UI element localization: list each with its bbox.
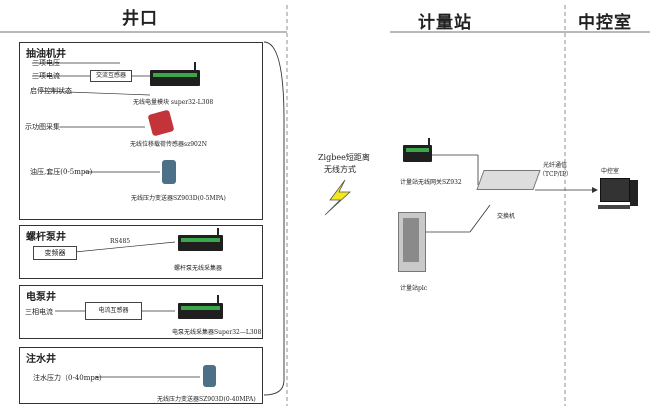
- header-control-room: 中控室: [578, 13, 632, 33]
- ep-current-transformer-box: 电流互感器: [85, 302, 142, 320]
- antenna-icon: [217, 295, 219, 303]
- screw-pump-collector-label: 螺杆泵无线采集器: [174, 265, 223, 272]
- screw-pump-well-title: 螺杆泵井: [26, 232, 66, 243]
- fiber-link-line2: （TCP/IP）: [539, 171, 573, 178]
- water-injection-well-panel: 注水井: [19, 347, 263, 404]
- pumping-well-title: 抽油机井: [26, 49, 66, 60]
- computer-monitor-icon: [600, 178, 630, 202]
- water-injection-well-title: 注水井: [26, 354, 56, 365]
- header-well: 井口: [122, 9, 158, 29]
- input-three-phase-voltage: 三项电压: [32, 59, 60, 67]
- screw-pump-collector-device: [178, 235, 223, 251]
- water-transmitter-label: 无线压力变送器SZ903D(0-40MPA): [157, 396, 256, 403]
- pressure-transmitter-device: [162, 160, 176, 184]
- plc-cabinet-panel: [403, 218, 419, 262]
- input-injection-pressure: 注水压力（0-40mpa）: [33, 374, 107, 382]
- input-three-phase-current-ep: 三相电流: [25, 308, 53, 316]
- plc-label: 计量站plc: [400, 285, 428, 292]
- wireless-line2: 无线方式: [324, 165, 356, 174]
- input-three-phase-current: 三项电流: [32, 72, 60, 80]
- antenna-icon: [194, 62, 196, 71]
- rs485-label: RS485: [110, 238, 131, 245]
- inverter-box: 变频器: [33, 246, 77, 260]
- pressure-transmitter-label: 无线压力变送器SZ903D(0-5MPA): [131, 195, 226, 202]
- pumping-well-panel: 抽油机井: [19, 42, 263, 220]
- ep-collector-label: 电泵无线采集器Super32—L308: [172, 329, 262, 336]
- input-oil-casing-pressure: 油压,套压(0-5mpa): [30, 168, 93, 176]
- power-module-device: [150, 70, 200, 86]
- current-transformer-box: 交流互感器: [90, 70, 132, 82]
- control-room-label: 中控室: [601, 168, 620, 175]
- antenna-icon: [217, 228, 219, 236]
- switch-device: [476, 170, 541, 190]
- gateway-label: 计量站无线网关SZ932: [400, 179, 462, 186]
- header-metering-station: 计量站: [418, 13, 472, 33]
- ep-collector-device: [178, 303, 223, 319]
- gateway-device: [403, 145, 432, 162]
- input-dynamometer: 示功图采集: [25, 123, 60, 131]
- electric-pump-well-panel: 电泵井: [19, 285, 263, 339]
- keyboard-icon: [598, 205, 630, 209]
- electric-pump-well-title: 电泵井: [26, 292, 56, 303]
- screw-pump-well-panel: 螺杆泵井: [19, 225, 263, 279]
- switch-label: 交换机: [497, 213, 516, 220]
- input-start-stop-status: 启停控制状态: [30, 87, 72, 95]
- computer-tower-icon: [630, 180, 638, 206]
- water-transmitter-device: [203, 365, 216, 387]
- power-module-label: 无线电量模块 super32-L308: [133, 99, 214, 106]
- load-sensor-label: 无线位移载荷传感器sz902N: [130, 141, 207, 148]
- fiber-link-line1: 光纤通信: [543, 162, 568, 169]
- antenna-icon: [428, 138, 430, 146]
- wireless-line1: Zigbee短距离: [318, 153, 370, 162]
